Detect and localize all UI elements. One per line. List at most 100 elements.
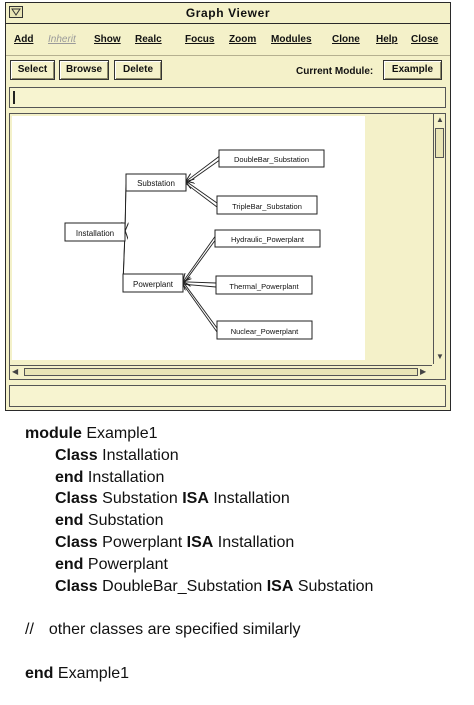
node-nuclear-label: Nuclear_Powerplant (231, 327, 299, 336)
code-text: Example1 (53, 664, 130, 682)
node-substation-label: Substation (137, 179, 175, 188)
graph-canvas[interactable]: Substation Installation Powerplant Doubl… (12, 116, 365, 360)
scroll-down-icon[interactable]: ▼ (436, 352, 444, 361)
code-text: Powerplant (83, 555, 168, 573)
node-triplebar-label: TripleBar_Substation (232, 202, 302, 211)
text-caret (13, 91, 15, 104)
vertical-scroll-thumb[interactable] (435, 128, 444, 158)
code-keyword: module (25, 425, 82, 442)
triangle-down-icon (11, 8, 21, 16)
node-hydraulic-label: Hydraulic_Powerplant (231, 235, 305, 244)
menu-clone[interactable]: Clone (332, 34, 360, 45)
node-thermal-label: Thermal_Powerplant (229, 282, 299, 291)
window-menu-button[interactable] (9, 6, 23, 18)
code-line: Class Substation ISA Installation (25, 488, 373, 510)
code-text: DoubleBar_Substation (97, 577, 267, 595)
code-line: Class DoubleBar_Substation ISA Substatio… (25, 576, 373, 598)
status-bar (9, 385, 446, 407)
node-hydraulic-powerplant[interactable]: Hydraulic_Powerplant (214, 229, 321, 248)
edge-nuclear-to-powerplant (183, 282, 218, 329)
menu-realc[interactable]: Realc (135, 34, 162, 45)
edge-doublebar-to-substation (186, 156, 220, 182)
menu-focus[interactable]: Focus (185, 34, 215, 45)
menu-inherit: Inherit (48, 34, 76, 45)
code-line: end Powerplant (25, 554, 373, 576)
code-keyword: ISA (186, 533, 214, 551)
edge-triplebar-to-substation (186, 181, 218, 204)
title-bar[interactable]: Graph Viewer (6, 3, 450, 24)
code-keyword: end (25, 664, 54, 682)
comment-text: other classes are specified similarly (48, 621, 301, 639)
code-keyword: ISA (266, 577, 294, 595)
code-line: Class Powerplant ISA Installation (25, 532, 373, 554)
delete-button[interactable]: Delete (114, 60, 162, 80)
scroll-right-icon[interactable]: ▶ (420, 367, 427, 376)
toolbar: Select Browse Delete Current Module: Exa… (6, 55, 450, 84)
menu-bar: Add Inherit Show Realc Focus Zoom Module… (6, 29, 450, 49)
horizontal-scroll-thumb[interactable] (24, 368, 418, 376)
node-doublebar-substation[interactable]: DoubleBar_Substation (218, 149, 325, 168)
edge-hydraulic-to-powerplant (182, 240, 216, 285)
code-keyword: ISA (182, 490, 209, 508)
menu-modules[interactable]: Modules (271, 34, 312, 45)
code-line: end Example1 (25, 663, 373, 685)
graph-viewport: Substation Installation Powerplant Doubl… (9, 113, 446, 380)
node-thermal-powerplant[interactable]: Thermal_Powerplant (215, 275, 313, 295)
code-text: Substation (83, 512, 164, 530)
window-title: Graph Viewer (185, 6, 271, 20)
graph-viewer-window: Graph Viewer Add Inherit Show Realc Focu… (5, 2, 451, 411)
code-text: Installation (83, 468, 165, 486)
code-text: Substation (97, 490, 183, 508)
code-line: end Installation (25, 467, 373, 489)
code-text: Powerplant (97, 533, 187, 551)
edge-nuclear-to-powerplant (182, 283, 218, 333)
code-comment-line: // other classes are specified similarly (25, 619, 373, 641)
edge-thermal-to-powerplant (183, 282, 217, 283)
comment-marker: // (25, 621, 34, 639)
edge-hydraulic-to-powerplant (183, 236, 216, 282)
horizontal-scrollbar[interactable]: ◀ ▶ (10, 365, 432, 379)
code-keyword: end (55, 555, 84, 573)
current-module-button[interactable]: Example (383, 60, 442, 80)
code-keyword: Class (55, 490, 98, 508)
code-text: Installation (213, 533, 295, 551)
code-keyword: Class (55, 577, 98, 595)
current-module-label: Current Module: (296, 66, 374, 77)
code-keyword: Class (55, 446, 98, 464)
node-powerplant[interactable]: Powerplant (122, 273, 184, 293)
code-text: Installation (97, 446, 179, 464)
edge-doublebar-to-substation (185, 160, 220, 185)
edge-triplebar-to-substation (185, 183, 218, 208)
code-line: end Substation (25, 510, 373, 532)
menu-show[interactable]: Show (94, 34, 121, 45)
node-installation-label: Installation (76, 229, 114, 238)
select-button[interactable]: Select (10, 60, 55, 80)
menu-add[interactable]: Add (14, 34, 34, 45)
menu-close[interactable]: Close (411, 34, 439, 45)
blank-line (25, 597, 373, 619)
blank-line (25, 641, 373, 663)
graph-svg: Substation Installation Powerplant Doubl… (64, 149, 325, 340)
code-line: module Example1 (25, 423, 373, 445)
code-listing: module Example1 Class Installation end I… (25, 423, 373, 685)
scroll-left-icon[interactable]: ◀ (12, 367, 19, 376)
browse-button[interactable]: Browse (59, 60, 109, 80)
code-line: Class Installation (25, 445, 373, 467)
node-installation[interactable]: Installation (64, 222, 126, 242)
command-input[interactable] (9, 87, 446, 108)
code-keyword: end (55, 512, 84, 530)
code-keyword: end (55, 468, 84, 486)
code-text: Installation (208, 490, 290, 508)
node-nuclear-powerplant[interactable]: Nuclear_Powerplant (216, 320, 313, 340)
vertical-scrollbar[interactable]: ▲ ▼ (433, 114, 445, 364)
node-triplebar-substation[interactable]: TripleBar_Substation (216, 195, 318, 215)
edge-thermal-to-powerplant (182, 283, 217, 288)
node-powerplant-label: Powerplant (133, 280, 174, 289)
node-doublebar-label: DoubleBar_Substation (234, 155, 309, 164)
node-substation[interactable]: Substation (125, 173, 187, 192)
scroll-up-icon[interactable]: ▲ (436, 115, 444, 124)
code-text: Substation (293, 577, 374, 595)
code-keyword: Class (55, 533, 98, 551)
menu-zoom[interactable]: Zoom (229, 34, 257, 45)
menu-help[interactable]: Help (376, 34, 398, 45)
